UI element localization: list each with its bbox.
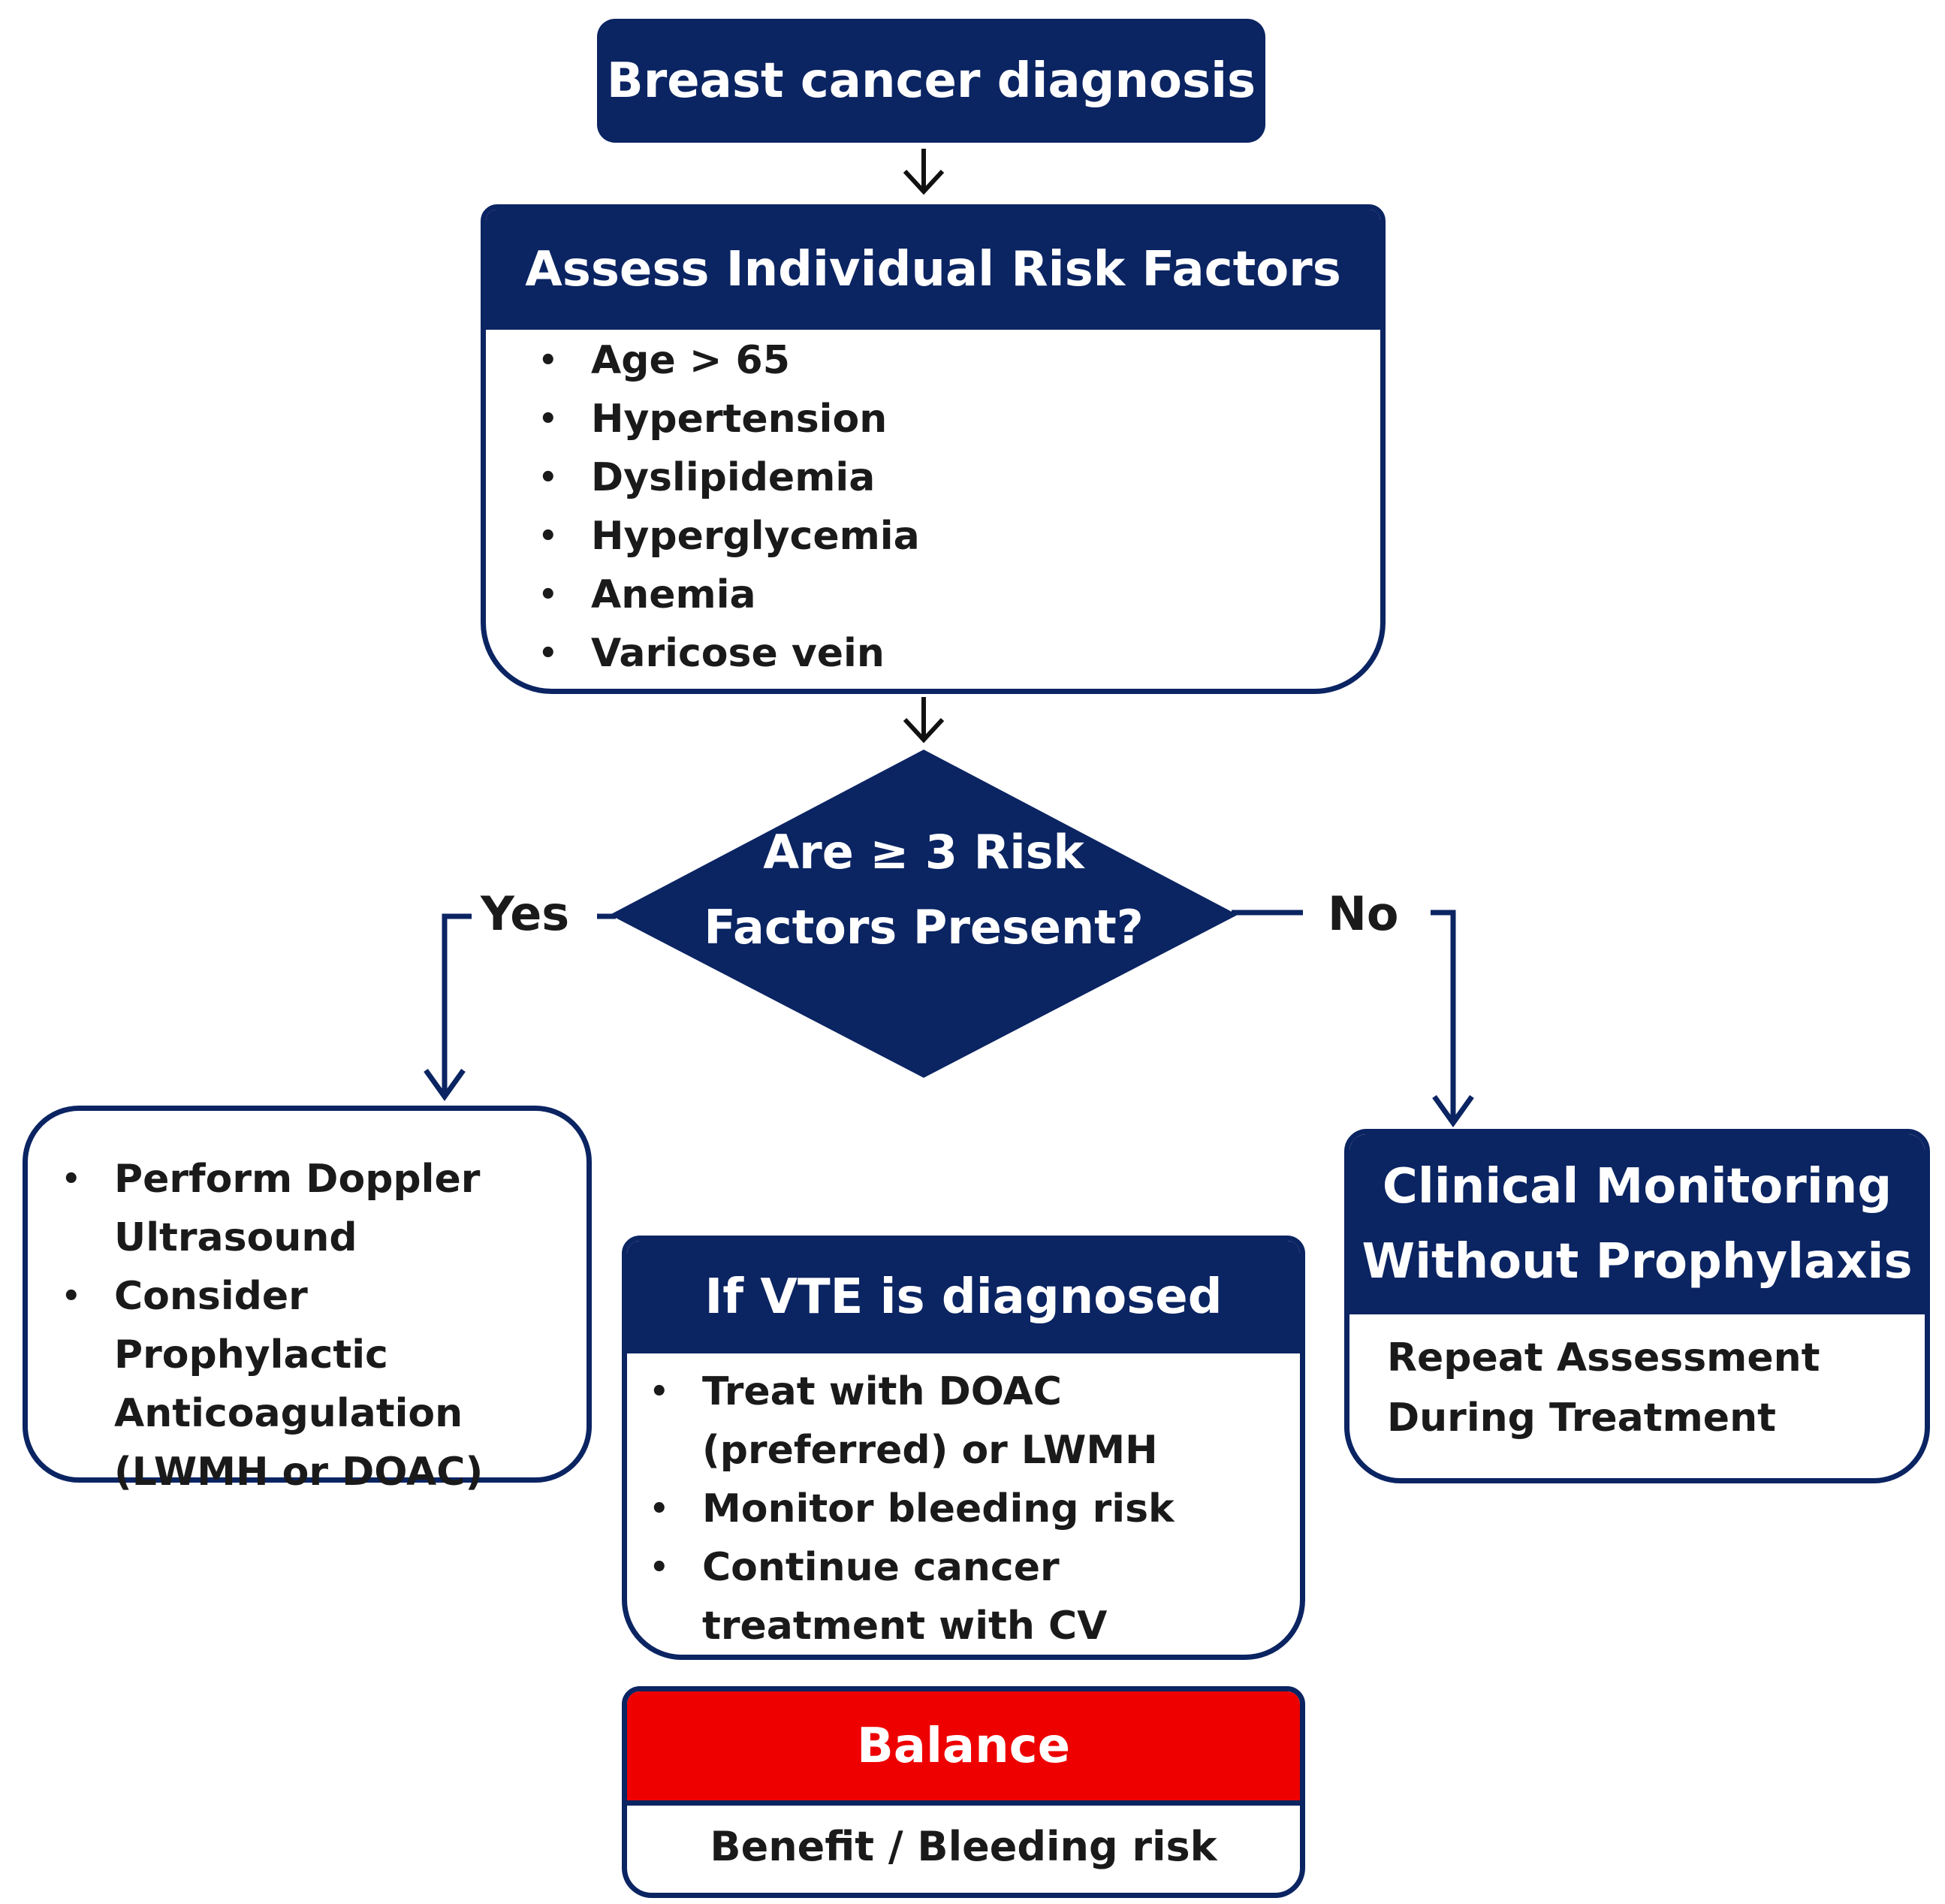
decision-text: Are ≥ 3 Risk Factors Present? [661, 815, 1187, 965]
risk-factor-item: Hypertension [538, 390, 1380, 448]
balance-box: Balance Benefit / Bleeding risk [622, 1686, 1305, 1898]
vte-item: Monitor bleeding risk [650, 1480, 1285, 1538]
monitoring-box: Clinical Monitoring Without Prophylaxis … [1344, 1129, 1930, 1483]
monitoring-title-bar: Clinical Monitoring Without Prophylaxis [1349, 1134, 1925, 1314]
vte-item: Treat with DOAC (preferred) or LWMH [650, 1362, 1285, 1480]
balance-title-bar: Balance [627, 1691, 1300, 1806]
risk-factors-title-bar: Assess Individual Risk Factors [486, 210, 1380, 330]
arrow-diagnosis-to-risk [903, 149, 945, 195]
risk-factor-item: Hyperglycemia [538, 507, 1380, 566]
no-connector [1232, 910, 1456, 1119]
risk-factor-item: Dyslipidemia [538, 448, 1380, 507]
decision-line-2: Factors Present? [704, 900, 1144, 955]
risk-factor-item: Varicose vein [538, 624, 1380, 683]
risk-factor-item: Anemia [538, 566, 1380, 624]
monitoring-title-line-1: Clinical Monitoring [1382, 1159, 1892, 1215]
arrow-risk-to-decision [903, 697, 945, 744]
monitoring-title-line-2: Without Prophylaxis [1362, 1234, 1913, 1290]
risk-factor-item: Age > 65 [538, 331, 1380, 390]
yes-arrowhead [424, 1068, 466, 1102]
vte-box: If VTE is diagnosed Treat with DOAC (pre… [622, 1236, 1305, 1660]
risk-factors-list: Age > 65 Hypertension Dyslipidemia Hyper… [538, 331, 1380, 683]
no-label: No [1328, 886, 1399, 941]
diagnosis-label: Breast cancer diagnosis [606, 53, 1256, 109]
monitoring-body-line-2: During Treatment [1387, 1396, 1776, 1441]
monitoring-body: Repeat Assessment During Treatment [1387, 1328, 1925, 1448]
decision-line-1: Are ≥ 3 Risk [763, 825, 1084, 880]
vte-title-bar: If VTE is diagnosed [627, 1241, 1300, 1353]
no-arrowhead [1432, 1094, 1474, 1128]
yes-outcome-list: Perform Doppler Ultrasound Consider Prop… [62, 1150, 571, 1501]
diagnosis-box: Breast cancer diagnosis [597, 19, 1265, 143]
yes-label: Yes [481, 886, 570, 941]
vte-title: If VTE is diagnosed [704, 1269, 1223, 1325]
risk-factors-title: Assess Individual Risk Factors [525, 242, 1341, 297]
yes-outcome-box: Perform Doppler Ultrasound Consider Prop… [23, 1106, 592, 1495]
yes-outcome-item: Perform Doppler Ultrasound [62, 1150, 571, 1267]
balance-title: Balance [857, 1718, 1070, 1774]
balance-body: Benefit / Bleeding risk [710, 1823, 1217, 1870]
monitoring-body-line-1: Repeat Assessment [1387, 1335, 1820, 1380]
risk-factors-box: Assess Individual Risk Factors Age > 65 … [481, 204, 1386, 694]
vte-item: Continue cancer treatment with CV survei… [650, 1538, 1285, 1655]
vte-list: Treat with DOAC (preferred) or LWMH Moni… [650, 1362, 1285, 1655]
yes-outcome-item: Consider Prophylactic Anticoagulation (L… [62, 1267, 571, 1501]
yes-connector [442, 913, 616, 1093]
